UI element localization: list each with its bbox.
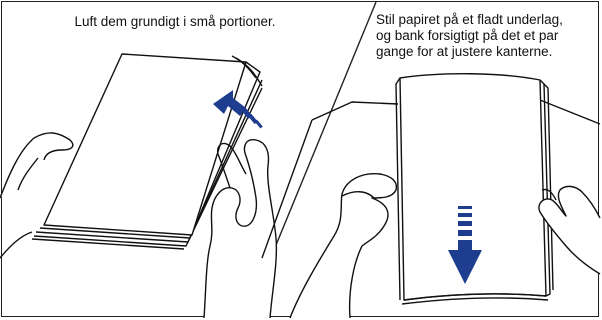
table-edge-left [312,102,398,120]
right-hand-outline [204,140,276,318]
left-panel-caption: Luft dem grundigt i små portioner. [0,14,350,30]
left-panel-drawing [0,54,276,318]
right-panel-drawing [262,74,600,318]
right-panel-caption: Stil papiret på et fladt underlag, og ba… [376,12,598,60]
